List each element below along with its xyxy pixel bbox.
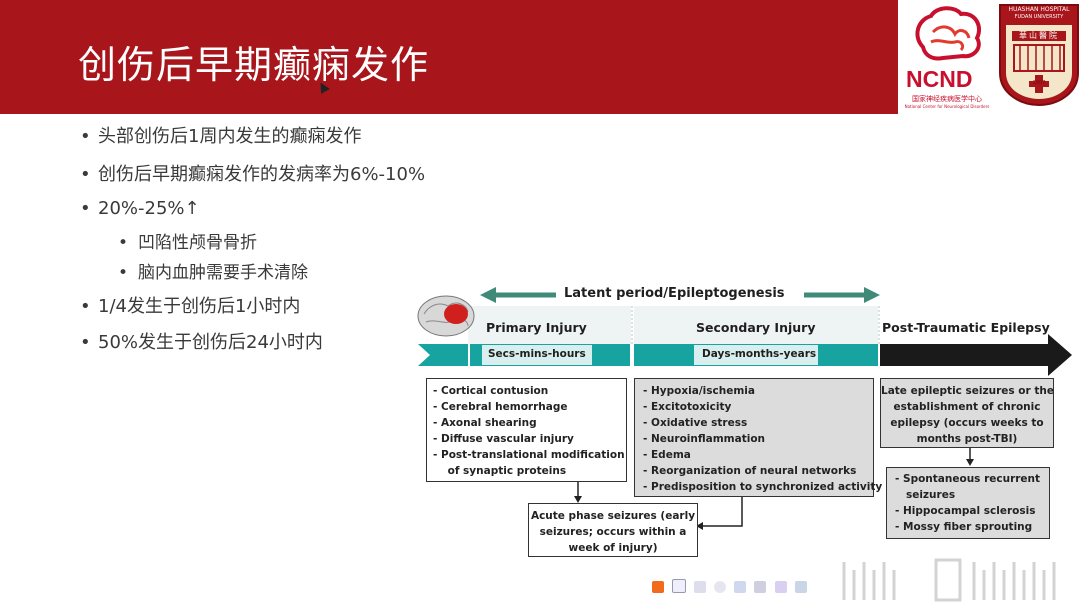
ncnd-wordmark: NCND — [906, 66, 973, 92]
secondary-item: - Oxidative stress — [643, 417, 748, 429]
microphone-icon[interactable] — [734, 581, 747, 593]
primary-item: - Diffuse vascular injury — [433, 433, 574, 445]
pte-feature: - Spontaneous recurrent — [895, 473, 1041, 485]
primary-item: - Cortical contusion — [433, 385, 549, 397]
chinese-mode-icon[interactable] — [672, 579, 687, 593]
pte-title: Post-Traumatic Epilepsy — [882, 320, 1050, 335]
secondary-item: - Reorganization of neural networks — [643, 465, 857, 477]
pte-features-box: - Spontaneous recurrent seizures - Hippo… — [886, 467, 1050, 539]
huashan-year: 1907 — [1032, 80, 1046, 86]
toolbox-icon[interactable] — [794, 581, 807, 593]
primary-time-label: Secs-mins-hours — [488, 348, 586, 360]
video-watermark — [842, 558, 1056, 602]
acute-line: week of injury) — [568, 542, 658, 554]
primary-injury-box: - Cortical contusion - Cerebral hemorrha… — [426, 378, 627, 482]
secondary-injury-title: Secondary Injury — [696, 320, 816, 335]
pte-line: Late epileptic seizures or the — [881, 385, 1054, 397]
primary-item: - Axonal shearing — [433, 417, 537, 429]
secondary-item: - Hypoxia/ischemia — [643, 385, 755, 397]
title-bar — [0, 0, 898, 114]
bullet-2: •创伤后早期癫痫发作的发病率为6%-10% — [80, 164, 426, 185]
sub-bullet-2: •脑内血肿需要手术清除 — [118, 263, 308, 283]
acute-seizures-box: Acute phase seizures (early seizures; oc… — [528, 503, 698, 557]
secondary-item: - Excitotoxicity — [643, 401, 732, 413]
secondary-item: - Neuroinflammation — [643, 433, 766, 445]
input-method-toolbar[interactable] — [652, 578, 810, 594]
skin-icon[interactable] — [774, 581, 787, 593]
huashan-chinese-label: 華山醫院 — [1019, 31, 1059, 40]
acute-line: Acute phase seizures (early — [530, 510, 696, 522]
huashan-top-label: HUASHAN HOSPITAL — [1008, 6, 1070, 13]
sub-bullet-1: •凹陷性颅骨骨折 — [118, 233, 257, 253]
secondary-item: - Predisposition to synchronized activit… — [643, 481, 883, 493]
pte-feature: - Hippocampal sclerosis — [895, 505, 1036, 517]
huashan-hospital-logo — [999, 4, 1079, 107]
primary-injury-title: Primary Injury — [486, 320, 587, 335]
pte-feature: seizures — [895, 489, 956, 501]
sogou-logo-icon[interactable] — [652, 581, 664, 593]
secondary-injury-box: - Hypoxia/ischemia - Excitotoxicity - Ox… — [634, 378, 883, 497]
secondary-time-label: Days-months-years — [702, 348, 817, 360]
pte-line: epilepsy (occurs weeks to — [890, 417, 1044, 429]
latent-period-label: Latent period/Epileptogenesis — [564, 286, 785, 301]
secondary-item: - Edema — [643, 449, 691, 461]
ncnd-english-name: National Center for Neurological Disorde… — [904, 104, 990, 109]
bullet-1: •头部创伤后1周内发生的癫痫发作 — [80, 126, 362, 147]
acute-line: seizures; occurs within a — [539, 526, 687, 538]
punctuation-icon[interactable] — [694, 581, 707, 593]
primary-item: of synaptic proteins — [433, 465, 567, 477]
ncnd-chinese-name: 国家神经疾病医学中心 — [912, 95, 982, 103]
keyboard-icon[interactable] — [754, 581, 767, 593]
pte-line: months post-TBI) — [916, 433, 1018, 445]
pte-description-box: Late epileptic seizures or the establish… — [880, 378, 1054, 448]
bullet-3: •20%-25%↑ — [80, 198, 200, 219]
bullet-4: •1/4发生于创伤后1小时内 — [80, 296, 301, 317]
bullet-5: •50%发生于创伤后24小时内 — [80, 332, 323, 353]
primary-item: - Post-translational modification — [433, 449, 625, 461]
pte-line: establishment of chronic — [893, 401, 1041, 413]
slide-title: 创伤后早期癫痫发作 — [78, 43, 430, 87]
pte-feature: - Mossy fiber sprouting — [895, 521, 1033, 533]
emoji-icon[interactable] — [714, 581, 727, 593]
huashan-sub-label: FUDAN UNIVERSITY — [1014, 14, 1064, 20]
ncnd-logo — [915, 6, 981, 61]
primary-item: - Cerebral hemorrhage — [433, 401, 568, 413]
